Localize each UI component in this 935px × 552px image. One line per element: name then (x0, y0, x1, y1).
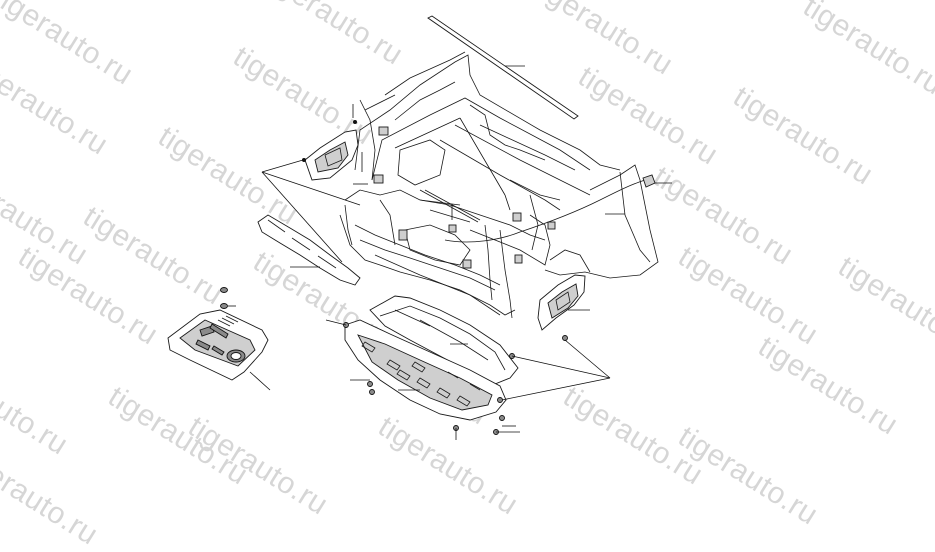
undercover-fasteners (325, 319, 568, 440)
center-leader-lines (394, 117, 511, 211)
right-side-cover[interactable] (537, 274, 590, 331)
engine-bay-body (339, 51, 659, 319)
left-front-seal-strip[interactable] (257, 214, 361, 286)
hood-release-cable[interactable] (419, 179, 646, 243)
hood-seal-strip[interactable] (427, 15, 579, 120)
engine-top-cover[interactable] (167, 309, 271, 391)
component-clips (352, 104, 556, 269)
left-leader-lines (261, 159, 361, 263)
right-leader-lines (501, 339, 611, 401)
diagram-drawing (167, 15, 672, 440)
front-undercover-lower[interactable] (344, 319, 507, 421)
hood-latch-clip[interactable] (642, 174, 672, 188)
front-undercover-upper[interactable] (369, 295, 519, 385)
fastener-bolts-left (220, 287, 236, 309)
left-side-cover[interactable] (302, 120, 359, 181)
